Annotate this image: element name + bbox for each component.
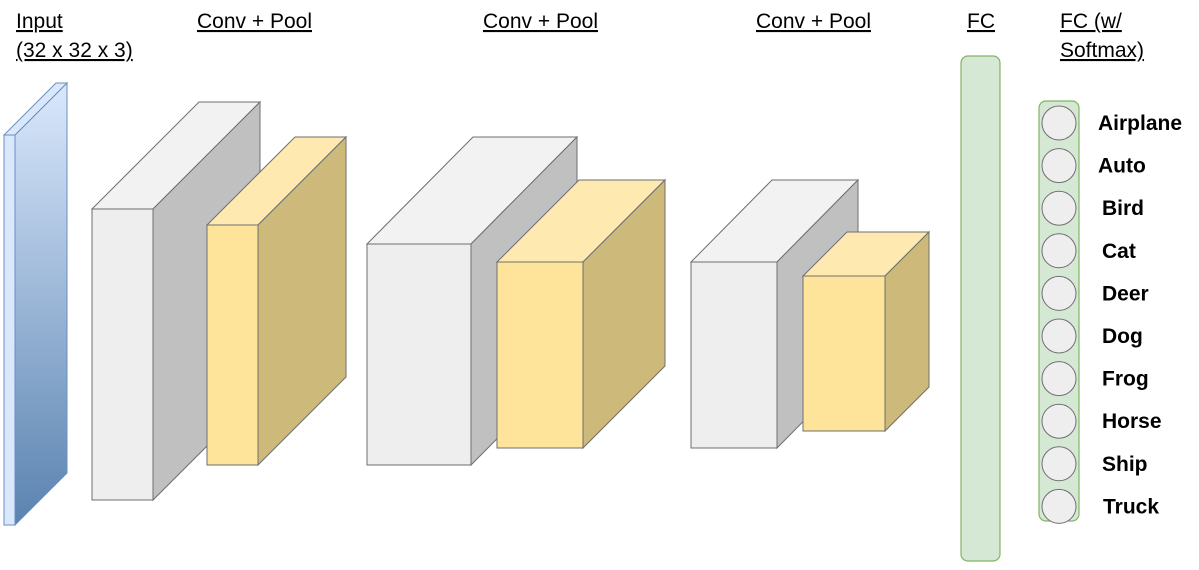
class-label-auto: Auto xyxy=(1098,155,1146,178)
softmax-node-horse xyxy=(1041,403,1077,439)
softmax-node-truck xyxy=(1041,488,1077,524)
conv-block-2-front xyxy=(366,243,472,466)
class-label-frog: Frog xyxy=(1102,368,1149,391)
input-layer xyxy=(2,81,69,527)
softmax-node-cat xyxy=(1041,233,1077,269)
pool-block-1-front xyxy=(206,224,259,466)
pool-block-2-front xyxy=(496,261,584,449)
fc-layer-bar xyxy=(960,55,1001,562)
fc-header: FC xyxy=(967,10,995,33)
softmax-node-deer xyxy=(1041,275,1077,311)
conv-pool-3-header: Conv + Pool xyxy=(756,10,871,33)
input-header-line1: Input xyxy=(16,10,63,33)
input-slab-side xyxy=(14,81,68,527)
conv-pool-1-header: Conv + Pool xyxy=(197,10,312,33)
class-label-cat: Cat xyxy=(1102,240,1136,263)
input-slab-front xyxy=(3,134,16,526)
class-label-deer: Deer xyxy=(1102,282,1149,305)
class-label-dog: Dog xyxy=(1102,325,1143,348)
conv-pool-2-header: Conv + Pool xyxy=(483,10,598,33)
conv-block-3-front xyxy=(690,261,778,449)
class-labels: AirplaneAutoBirdCatDeerDogFrogHorseShipT… xyxy=(1098,112,1182,518)
softmax-node-airplane xyxy=(1041,105,1077,141)
softmax-nodes xyxy=(1041,105,1077,524)
pool-block-3-front xyxy=(802,275,886,432)
softmax-node-auto xyxy=(1041,148,1077,184)
class-label-truck: Truck xyxy=(1103,495,1159,518)
fc-softmax-header-line1: FC (w/ xyxy=(1060,10,1122,33)
softmax-node-frog xyxy=(1041,361,1077,397)
pool-block-2 xyxy=(495,178,667,450)
input-header-line2: (32 x 32 x 3) xyxy=(16,39,133,62)
softmax-node-ship xyxy=(1041,446,1077,482)
conv-block-1-front xyxy=(91,208,154,501)
class-label-horse: Horse xyxy=(1102,410,1162,433)
pool-block-3 xyxy=(801,230,931,433)
softmax-node-bird xyxy=(1041,190,1077,226)
pool-block-1 xyxy=(205,135,348,467)
class-label-bird: Bird xyxy=(1102,197,1144,220)
class-label-ship: Ship xyxy=(1102,453,1148,476)
softmax-node-dog xyxy=(1041,318,1077,354)
class-label-airplane: Airplane xyxy=(1098,112,1182,135)
fc-softmax-header-line2: Softmax) xyxy=(1060,39,1144,62)
